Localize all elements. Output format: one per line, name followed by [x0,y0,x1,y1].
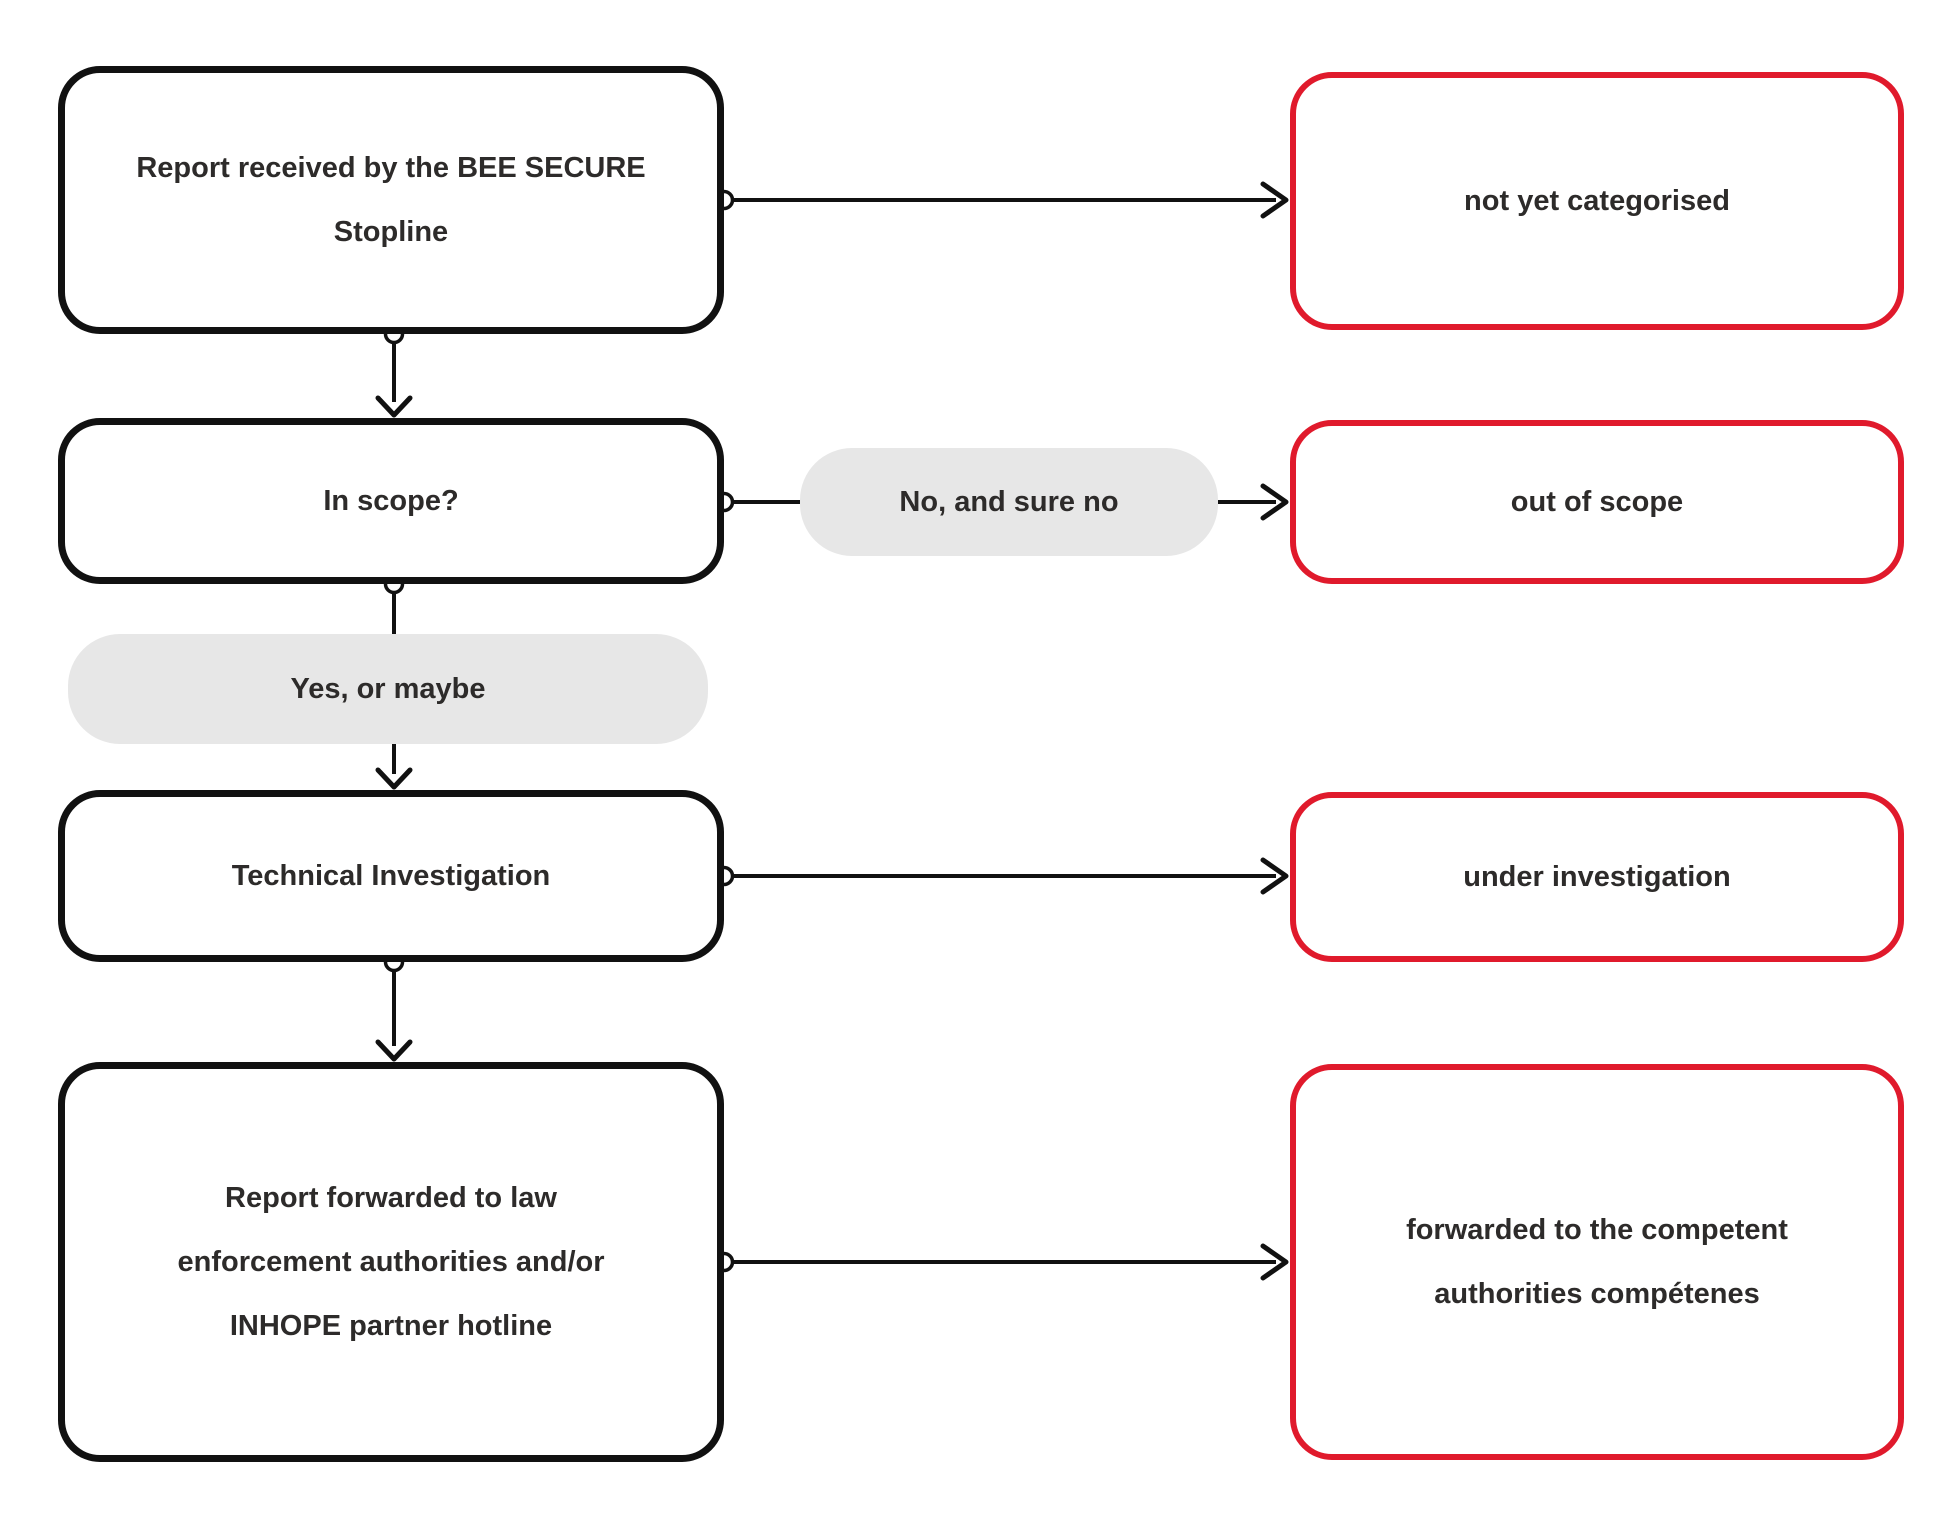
arrowhead-in-scope [375,395,413,418]
status-box-out-of-scope: out of scope [1290,420,1904,584]
edge-label-no-and-sure-no: No, and sure no [800,448,1218,556]
process-box-report-received: Report received by the BEE SECURE Stopli… [58,66,724,334]
status-box-under-investigation-label: under investigation [1463,861,1731,893]
arrowhead-not-yet-categorised [1260,181,1289,219]
status-box-not-yet-categorised-label: not yet categorised [1464,185,1730,217]
process-box-in-scope-label: In scope? [323,485,459,517]
arrowhead-competent-authorities [1260,1243,1289,1281]
process-box-report-forwarded: Report forwarded to law enforcement auth… [58,1062,724,1462]
status-box-not-yet-categorised: not yet categorised [1290,72,1904,330]
status-box-forwarded-competent-authorities: forwarded to the competent authorities c… [1290,1064,1904,1460]
status-box-under-investigation: under investigation [1290,792,1904,962]
arrowhead-out-of-scope [1260,483,1289,521]
edge-label-no-and-sure-no-text: No, and sure no [899,485,1119,518]
status-box-out-of-scope-label: out of scope [1510,486,1684,518]
arrowhead-technical-investigation [375,767,413,790]
arrowhead-under-investigation [1260,857,1289,895]
process-box-technical-investigation-label: Technical Investigation [231,860,551,892]
arrowhead-report-forwarded [375,1039,413,1062]
process-box-in-scope: In scope? [58,418,724,584]
process-box-report-received-label: Report received by the BEE SECURE Stopli… [136,152,646,248]
process-box-report-forwarded-label: Report forwarded to law enforcement auth… [177,1182,605,1342]
status-box-forwarded-competent-authorities-label: forwarded to the competent authorities c… [1406,1214,1788,1310]
process-box-technical-investigation: Technical Investigation [58,790,724,962]
edge-label-yes-or-maybe: Yes, or maybe [68,634,708,744]
edge-label-yes-or-maybe-text: Yes, or maybe [290,672,486,705]
